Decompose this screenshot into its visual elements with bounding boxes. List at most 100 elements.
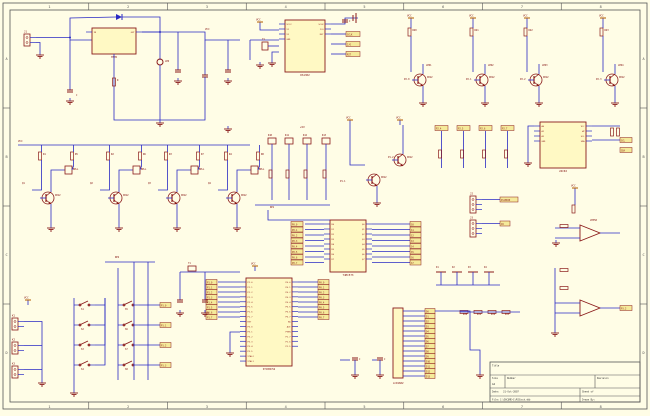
- net-label-text: P1.0: [161, 304, 167, 307]
- net-label-text: P0.5: [319, 306, 325, 309]
- connector-pad: [25, 41, 29, 44]
- resistor-label: R7: [201, 153, 204, 156]
- net-label-text: P1.1: [207, 286, 213, 289]
- small-part-label: R13: [322, 134, 327, 137]
- rtc-chip: [284, 19, 326, 73]
- title-block-date-value: 31-Oct-2007: [503, 391, 519, 394]
- ic-pin-label: SCL: [581, 136, 586, 138]
- transistor-arrow: [482, 83, 485, 86]
- net-label-box: [499, 220, 511, 227]
- ic-pin-label: P3.5: [248, 351, 254, 353]
- net-label-text: SCL: [621, 139, 626, 142]
- net-label-box: [159, 362, 172, 368]
- resistor: [138, 151, 142, 161]
- switch-lever: [80, 360, 89, 365]
- ic-pin-label: P0.3: [285, 297, 291, 299]
- resistor-label: R4: [229, 153, 232, 156]
- net-label-text: P0.0: [319, 281, 325, 284]
- resistor-label: R20: [413, 29, 418, 32]
- resistor: [599, 27, 604, 37]
- transistor-arrow: [612, 83, 615, 86]
- ic-pin-label: P3.0: [248, 326, 254, 328]
- net-label-box: [159, 302, 172, 308]
- lcd-label: LCD1602: [393, 381, 404, 385]
- switch-contact: [87, 343, 91, 347]
- resistor-label: R32: [491, 313, 496, 316]
- title-block-size: Size: [492, 377, 498, 380]
- led-ref: D2: [452, 266, 455, 269]
- net-label-text: P2.4: [436, 127, 442, 130]
- resistor: [523, 27, 528, 37]
- title-block-drawn: Drawn By:: [582, 399, 595, 402]
- switch-lever: [124, 300, 133, 305]
- switch-label: S8: [125, 368, 128, 371]
- resistor-label: R3: [169, 153, 172, 156]
- net-label-text: P2.5: [458, 127, 464, 130]
- transistor-arrow: [536, 83, 539, 86]
- net-label-text: S2: [411, 234, 414, 237]
- net-label-text: P2.7: [502, 127, 508, 130]
- net-label-text: D8: [426, 350, 429, 353]
- ic-pin-label: VCC: [581, 126, 586, 128]
- net-label-box: [409, 221, 422, 227]
- crystal-label: Y1: [188, 262, 191, 265]
- switch-contact: [122, 303, 126, 307]
- ic-pin-label: P0.5: [285, 307, 291, 309]
- ic-pin-label: RST: [248, 322, 253, 324]
- switch-contact: [78, 303, 82, 307]
- resistor: [407, 27, 412, 37]
- capacitor-label: C: [349, 20, 351, 23]
- net-label-text: P1.6: [207, 311, 213, 314]
- frame-row-label: C: [642, 253, 644, 257]
- switch-contact: [87, 303, 91, 307]
- net-label-text: P1.3: [207, 296, 213, 299]
- wire: [32, 160, 42, 191]
- transistor-arrow: [234, 201, 237, 204]
- frame-col-label: 1: [48, 405, 50, 409]
- digit-label: LED1: [426, 64, 432, 67]
- switch-label: S5: [125, 308, 128, 311]
- capacitor-label: C: [384, 358, 386, 361]
- switch-label: S1: [81, 308, 84, 311]
- switch-contact: [122, 343, 126, 347]
- net-label-box: [409, 232, 422, 238]
- ic-pin-label: P3.1: [248, 331, 254, 333]
- vcc-label: VCC: [256, 18, 261, 22]
- net-label-text: S1: [411, 229, 414, 232]
- net-label-text: P1.2: [161, 344, 167, 347]
- connector-pad: [13, 320, 17, 323]
- connector-pad: [13, 344, 17, 347]
- wire: [100, 160, 110, 191]
- net-label-text: D1: [426, 315, 429, 318]
- net-label-text: RST: [347, 53, 352, 56]
- transistor-label: 9012: [123, 194, 129, 197]
- net-label-box: [499, 196, 519, 203]
- connector-label: J1: [24, 31, 27, 34]
- crystal-symbol: [187, 265, 197, 272]
- wire: [142, 31, 240, 41]
- net-label-box: [456, 125, 471, 131]
- net-label-box: [290, 254, 304, 260]
- supply-label: +5V: [300, 125, 305, 129]
- transistor-arrow: [48, 201, 51, 204]
- ic-pin-label: P1.7: [248, 317, 254, 319]
- ic-pin-label: Q7: [362, 259, 365, 261]
- net-label-text: P0.3: [292, 240, 298, 243]
- switch-contact: [78, 363, 82, 367]
- net-label-text: P0.3: [319, 296, 325, 299]
- resistor: [559, 286, 569, 290]
- q-label: Q3: [148, 182, 151, 185]
- net-label-text: P0.7: [319, 316, 325, 319]
- digit-label: LED2: [488, 64, 494, 67]
- wire: [36, 42, 41, 52]
- net-label-text: D11: [426, 365, 431, 368]
- wire: [139, 160, 142, 171]
- transistor-collector: [171, 191, 178, 197]
- resistor-label: R30: [463, 313, 468, 316]
- frame-row-label: B: [642, 155, 644, 159]
- frame-col-label: 6: [442, 5, 444, 9]
- transistor-label: 9012: [407, 156, 413, 159]
- net-label-text: D10: [426, 360, 431, 363]
- net-label-text: S3: [411, 240, 414, 243]
- wire: [50, 169, 65, 192]
